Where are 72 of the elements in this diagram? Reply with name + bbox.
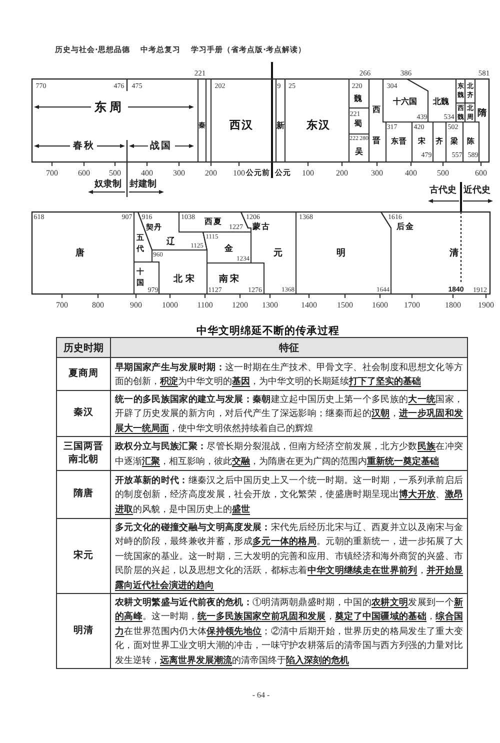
axis-label: 400 xyxy=(141,168,153,178)
header-cell: 特征 xyxy=(110,338,468,358)
period-name: 金 xyxy=(224,244,234,252)
table-cell: 宋元 xyxy=(56,518,110,594)
axis-label: 600 xyxy=(78,168,90,178)
span-label: 战国 xyxy=(150,140,172,152)
period-name: 吴 xyxy=(355,148,363,156)
period-name: 蜀 xyxy=(354,120,362,128)
axis-label: 900 xyxy=(130,300,142,310)
period-name: 辽 xyxy=(166,236,176,246)
period-name: 明 xyxy=(336,248,346,258)
span-label: 春秋 xyxy=(73,140,95,152)
table-cell: 农耕文明繁盛与近代前夜的危机：①明清两朝鼎盛时期，中国的农耕文明发展到一个新的高峰。这一时期，统一多民族国家空前巩固和发展，奠定了中国疆域的基础，综合国力在世界范围内仍大体保持领先地位；②清中后期开始，世界历史的格局发生了重大变化，面对世界工业文明大潮的冲击，一味守护农耕落后的清帝国与西方列强的力量对比发生逆转，远离世界发展潮流的清帝国终于陷入深刻的危机 xyxy=(110,594,468,668)
axis-label: 1000 xyxy=(162,300,178,310)
period-name: 东汉 xyxy=(306,120,330,132)
header-cell: 历史时期 xyxy=(56,338,110,358)
period-name: 清 xyxy=(450,248,458,258)
table-cell: 隋唐 xyxy=(56,470,110,518)
axis-label: 300 xyxy=(173,168,185,178)
axis-label: 1800 xyxy=(445,300,461,310)
axis-label: 1100 xyxy=(197,300,213,310)
axis-label: 700 xyxy=(46,168,58,178)
table-cell: 早期国家产生与发展时期：这一时期在生产技术、甲骨文字、社会制度和思想文化等方面的创新，积淀为中华文明的基因，为中华文明的长期延续打下了坚实的基础 xyxy=(110,358,468,390)
period-name: 隋 xyxy=(478,108,486,118)
axis-label: 100 xyxy=(233,168,245,178)
axis-label: 500 xyxy=(109,168,121,178)
table-cell: 夏商周 xyxy=(56,358,110,390)
axis-label: 200 xyxy=(336,168,348,178)
period-name: 东周 xyxy=(94,101,124,113)
axis-label: 100 xyxy=(302,168,314,178)
period-box xyxy=(211,79,276,162)
period-box xyxy=(198,79,206,162)
axis-label: 200 xyxy=(205,168,217,178)
axis-label: 1500 xyxy=(337,300,353,310)
table-cell: 统一的多民族国家的建立与发展：秦朝建立起中国历史上第一个多民族的大一统国家，开辟了历史发展的新方向，对后代产生了深远影响；继秦而起的汉朝，进一步巩固和发展大一统局面，使中华文明依然持续着自己的辉煌 xyxy=(110,390,468,436)
period-name: 元 xyxy=(274,248,282,258)
period-name: 唐 xyxy=(76,248,84,258)
span-label: 古代史 xyxy=(430,184,456,196)
axis-label: 1400 xyxy=(301,300,317,310)
axis-label: 1700 xyxy=(404,300,420,310)
period-name: 西晋 xyxy=(372,104,380,146)
period-name: 南宋 xyxy=(218,274,241,284)
table-cell: 多元文化的碰撞交融与文明高度发展：宋代先后经历北宋与辽、西夏并立以及南宋与金对峙的阶段，最终兼收并蓄，形成多元一体的格局。元朝的重新统一，进一步拓展了大一统国家的基业。这一时期，三大发明的完善和应用、市镇经济和海外商贸的兴盛、市民阶层的兴起，以及思想文化的活跃，都标志着中华文明继续走在世界前列，并开始显露向近代社会演进的趋向 xyxy=(110,518,468,594)
period-name: 魏 xyxy=(354,95,362,103)
axis-label: 300 xyxy=(371,168,383,178)
axis-label: 600 xyxy=(475,168,487,178)
table-cell: 政权分立与民族汇聚：尽管长期分裂混战，但南方经济空前发展，北方少数民族在冲突中逐渐汇聚，相互影响，彼此交融，为隋唐在更为广阔的范围内重新统一奠定基础 xyxy=(110,436,468,470)
period-name: 北宋 xyxy=(172,274,198,284)
period-name: 后金 xyxy=(396,223,414,231)
period-name: 北魏 xyxy=(433,98,449,106)
table-cell: 秦汉 xyxy=(56,390,110,436)
axis-label: 800 xyxy=(92,300,104,310)
page-number: - 64 - xyxy=(252,690,270,700)
axis-label: 1600 xyxy=(372,300,388,310)
title: 中华文明绵延不断的传承过程 xyxy=(196,324,340,338)
axis-label: 400 xyxy=(405,168,417,178)
span-label: 封建制 xyxy=(130,178,156,190)
axis-label: 1200 xyxy=(232,300,248,310)
period-name: 西汉 xyxy=(228,120,254,132)
axis-label: 500 xyxy=(437,168,449,178)
period-name: 十六国 xyxy=(393,98,417,106)
period-name: 西夏 xyxy=(204,218,222,226)
span-label: 奴隶制 xyxy=(94,178,122,190)
axis-label: 1300 xyxy=(262,300,278,310)
axis-label: 1900 xyxy=(478,300,494,310)
axis-label: 700 xyxy=(56,300,68,310)
period-name: 新 xyxy=(276,122,284,130)
table-cell: 三国两晋南北朝 xyxy=(56,436,110,470)
table-cell: 明清 xyxy=(56,594,110,668)
period-name: 蒙古 xyxy=(252,223,270,231)
table-cell: 开放革新的时代：继秦汉之后中国历史上又一个统一时期。这一时期，一系列承前启后的制度创新，经济高度发展，社会开放，文化繁荣，使盛唐时期呈现出博大开放、激昂进取的风貌，是中国历史上的盛世 xyxy=(110,470,468,518)
span-label: 近代史 xyxy=(464,184,490,196)
